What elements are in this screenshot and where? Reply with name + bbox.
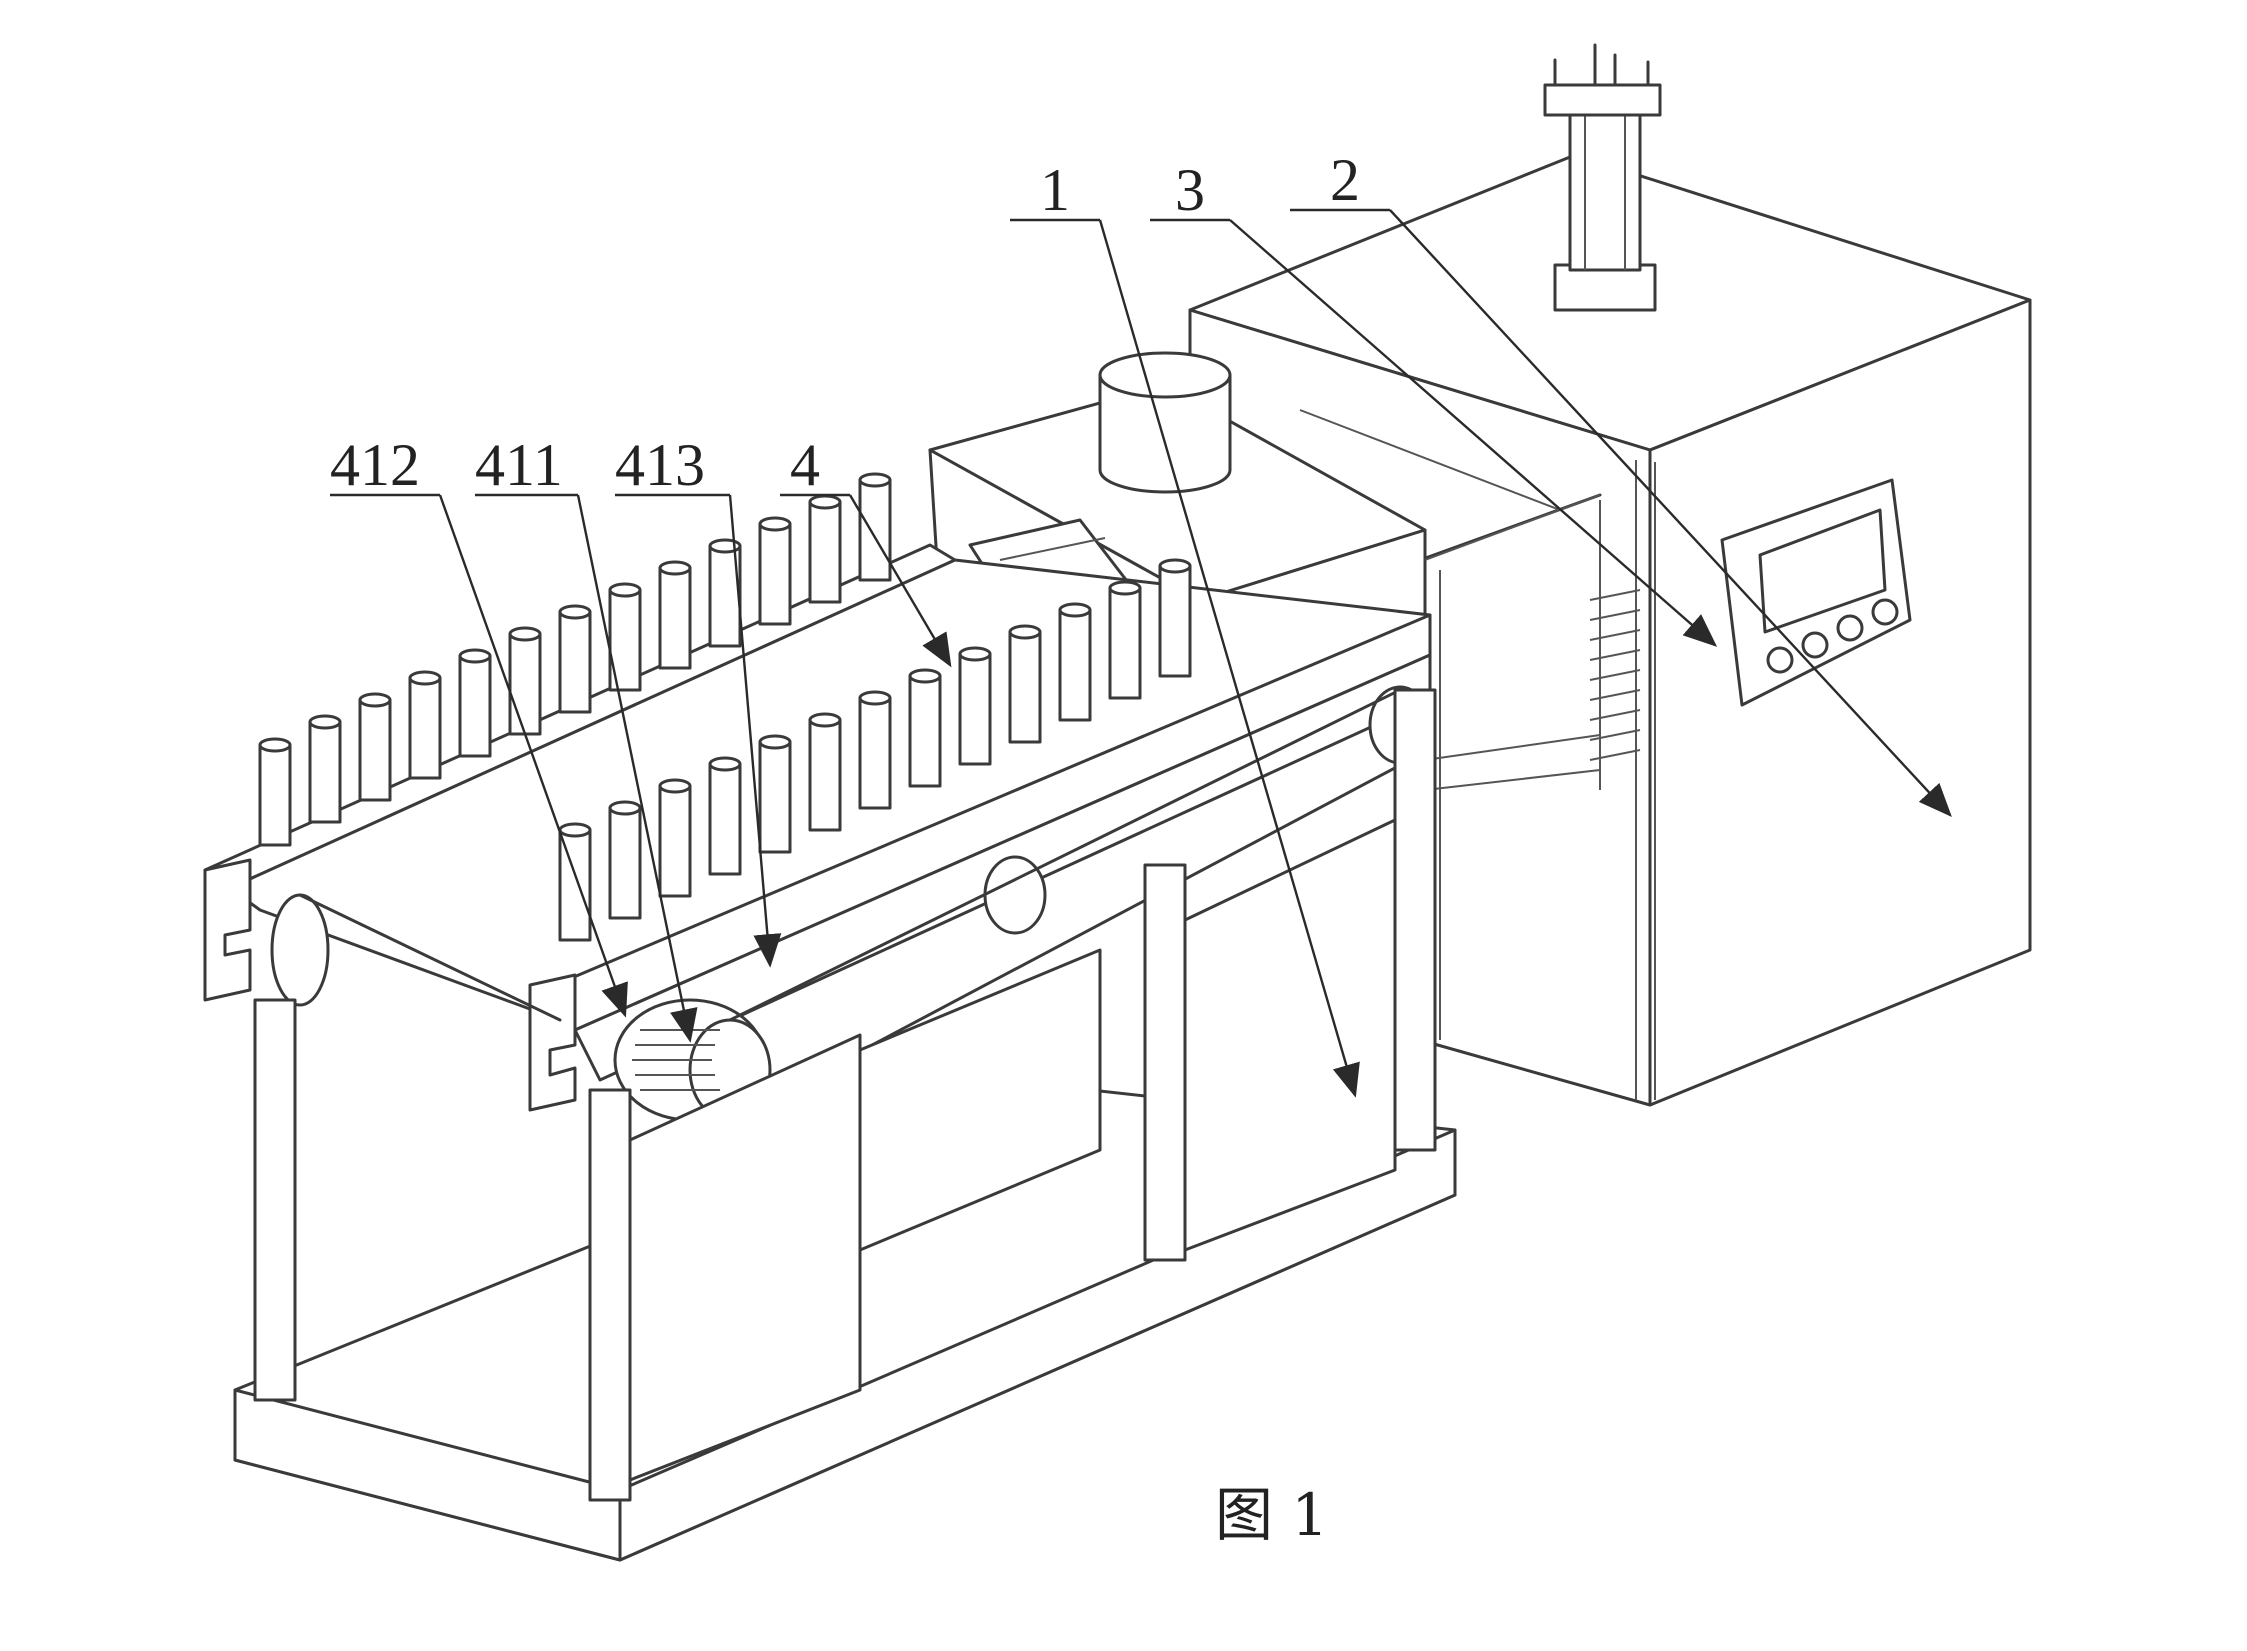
label-1: 1: [1040, 157, 1070, 223]
figure-caption: 图 1: [1215, 1481, 1328, 1549]
leader-lines: [330, 208, 1952, 1098]
label-3: 3: [1175, 157, 1205, 223]
label-411: 411: [475, 432, 563, 498]
label-4: 4: [790, 432, 820, 498]
panel-button-icon: [1836, 614, 1864, 642]
drive-pulley: [613, 998, 772, 1122]
workpieces: [258, 472, 1192, 942]
machine-base: [233, 688, 1457, 1562]
pneumatic-cylinder: [1543, 43, 1662, 312]
panel-button-icon: [1766, 646, 1794, 674]
label-413: 413: [615, 432, 705, 498]
feed-hopper-tube: [1098, 351, 1232, 494]
label-412: 412: [330, 432, 420, 498]
control-panel: [1720, 478, 1912, 707]
label-2: 2: [1330, 147, 1360, 213]
panel-button-icon: [1801, 631, 1829, 659]
panel-button-icon: [1871, 598, 1899, 626]
